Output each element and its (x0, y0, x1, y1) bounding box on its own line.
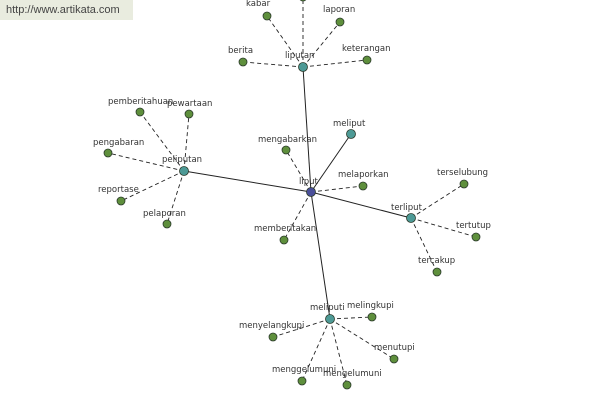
edge-peliputan-reportase (120, 170, 185, 202)
label-melaporkan: melaporkan (338, 170, 389, 180)
watermark-url: http://www.artikata.com (0, 0, 133, 20)
node-pengabaran[interactable] (103, 148, 113, 158)
label-liputan: liputan (285, 51, 314, 61)
label-menutupi: menutupi (374, 343, 415, 353)
edge-meliputi-mengelumuni (329, 318, 348, 386)
node-liputan_top[interactable] (299, 0, 307, 2)
edge-liputan-laporan (302, 21, 341, 68)
label-berita: berita (228, 46, 253, 56)
label-laporan: laporan (323, 5, 355, 15)
edge-peliputan-pemberitahuan (139, 111, 185, 172)
edge-meliputi-menggelumuni (301, 318, 331, 382)
label-pengabaran: pengabaran (93, 138, 144, 148)
edge-liput-terliput (310, 191, 412, 219)
label-terliput: terliput (391, 203, 423, 213)
node-meliput[interactable] (346, 129, 356, 139)
node-pelaporan[interactable] (162, 219, 172, 229)
node-menggelumuni[interactable] (297, 376, 307, 386)
edge-liputan-kabar (266, 15, 304, 68)
node-mengelumuni[interactable] (342, 380, 352, 390)
node-kabar[interactable] (262, 11, 272, 21)
edge-liput-meliput (310, 133, 352, 193)
node-tercakup[interactable] (432, 267, 442, 277)
node-melingkupi[interactable] (367, 312, 377, 322)
label-meliput: meliput (333, 119, 366, 129)
node-liputan[interactable] (298, 62, 308, 72)
node-laporan[interactable] (335, 17, 345, 27)
label-memberitakan: memberitakan (254, 224, 316, 234)
edge-liputan-keterangan (302, 59, 368, 68)
node-tertutup[interactable] (471, 232, 481, 242)
edge-terliput-tercakup (410, 217, 438, 273)
node-peliputan[interactable] (179, 166, 189, 176)
label-reportase: reportase (98, 185, 139, 195)
label-tercakup: tercakup (418, 256, 455, 266)
label-liput: liput (299, 177, 319, 187)
node-liput[interactable] (306, 187, 316, 197)
node-meliputi[interactable] (325, 314, 335, 324)
node-terselubung[interactable] (459, 179, 469, 189)
label-kabar: kabar (246, 0, 271, 9)
node-melaporkan[interactable] (358, 181, 368, 191)
label-tertutup: tertutup (456, 221, 491, 231)
node-menyelangkupi[interactable] (268, 332, 278, 342)
edge-meliputi-melingkupi (329, 316, 373, 320)
node-pemberitahuan[interactable] (135, 107, 145, 117)
edge-peliputan-pelaporan (166, 170, 185, 225)
labels-layer: liput liputan peliputan meliput terliput meli… (93, 0, 491, 379)
label-pewartaan: pewartaan (167, 99, 212, 109)
edges-layer (107, 0, 477, 386)
node-menutupi[interactable] (389, 354, 399, 364)
label-meliputi: meliputi (310, 303, 345, 313)
node-keterangan[interactable] (362, 55, 372, 65)
edge-peliputan-pewartaan (183, 113, 190, 172)
edge-peliputan-pengabaran (107, 152, 185, 172)
label-terselubung: terselubung (437, 168, 488, 178)
label-menyelangkupi: menyelangkupi (239, 321, 304, 331)
label-pelaporan: pelaporan (143, 209, 186, 219)
edge-liput-peliputan (183, 170, 312, 193)
label-menggelumuni: menggelumuni (272, 365, 336, 375)
label-mengabarkan: mengabarkan (258, 135, 317, 145)
node-reportase[interactable] (116, 196, 126, 206)
edge-meliputi-menyelangkupi (272, 318, 331, 338)
edge-liput-mengabarkan (285, 149, 312, 193)
label-peliputan: peliputan (162, 155, 202, 165)
node-memberitakan[interactable] (279, 235, 289, 245)
edge-liput-meliputi (310, 191, 331, 320)
edge-liput-melaporkan (310, 185, 364, 193)
node-berita[interactable] (238, 57, 248, 67)
node-mengabarkan[interactable] (281, 145, 291, 155)
edge-meliputi-menutupi (329, 318, 395, 360)
edge-liput-liputan (302, 66, 312, 193)
edge-liput-memberitakan (283, 191, 312, 241)
edge-terliput-terselubung (410, 183, 465, 219)
label-pemberitahuan: pemberitahuan (108, 97, 173, 107)
label-keterangan: keterangan (342, 44, 391, 54)
label-mengelumuni: mengelumuni (323, 369, 382, 379)
node-terliput[interactable] (406, 213, 416, 223)
nodes-layer (103, 0, 481, 390)
edge-liputan-berita (242, 61, 304, 68)
label-melingkupi: melingkupi (347, 301, 394, 311)
node-pewartaan[interactable] (184, 109, 194, 119)
edge-terliput-tertutup (410, 217, 477, 238)
